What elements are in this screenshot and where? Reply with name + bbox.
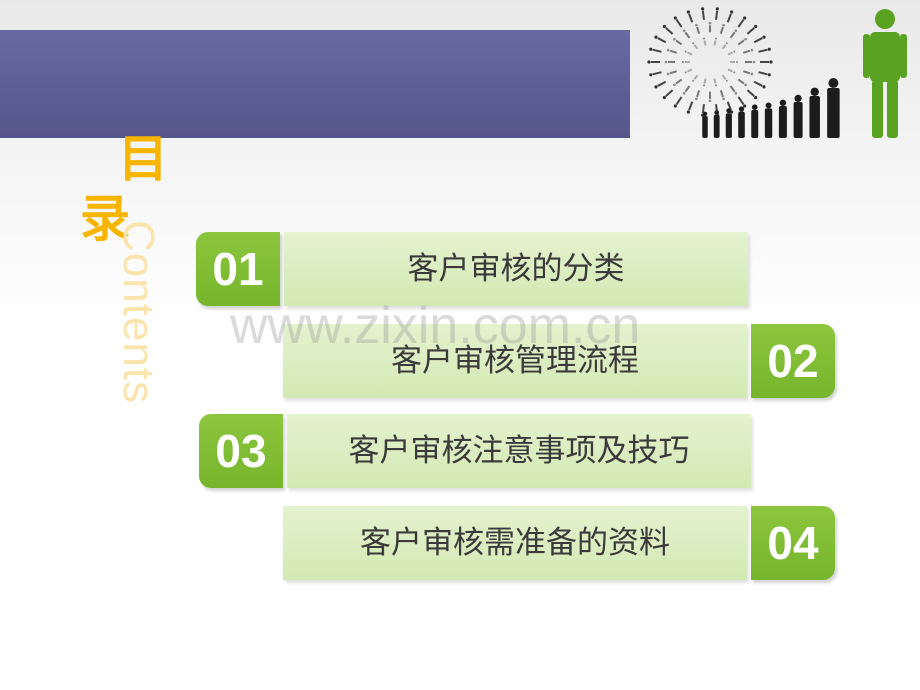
toc-number-01: 01	[196, 232, 280, 306]
toc-number-04: 04	[751, 506, 835, 580]
toc-item-03[interactable]: 03 客户审核注意事项及技巧	[199, 414, 755, 490]
toc-item-02[interactable]: 客户审核管理流程 02	[283, 324, 839, 400]
toc-label-02: 客户审核管理流程	[283, 324, 747, 398]
toc-item-01[interactable]: 01 客户审核的分类	[196, 232, 752, 308]
toc-label-01: 客户审核的分类	[284, 232, 748, 306]
title-char-mu: 目	[118, 130, 168, 188]
watermark-text: www.zixin.com.cn	[230, 297, 641, 355]
title-char-lu: 录	[80, 190, 130, 248]
contents-vertical-label: Contents	[114, 220, 163, 405]
toc-item-04[interactable]: 客户审核需准备的资料 04	[283, 506, 839, 582]
people-spiral-growth-graphic	[647, 7, 907, 138]
header-band	[0, 30, 630, 138]
toc-number-03: 03	[199, 414, 283, 488]
toc-label-03: 客户审核注意事项及技巧	[287, 414, 751, 488]
toc-label-04: 客户审核需准备的资料	[283, 506, 747, 580]
toc-number-02: 02	[751, 324, 835, 398]
